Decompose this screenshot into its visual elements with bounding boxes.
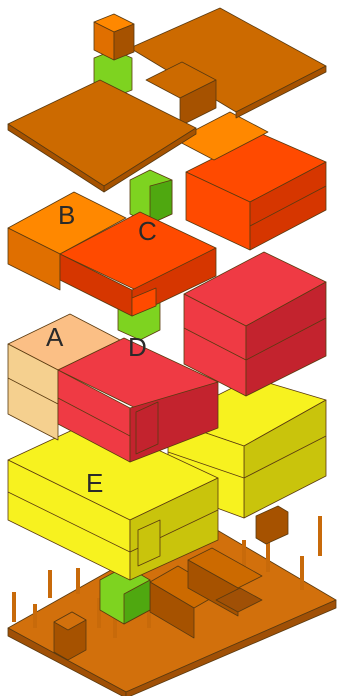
top-tower	[94, 14, 134, 60]
label-b: B	[58, 200, 75, 230]
column	[48, 570, 52, 598]
pillar	[256, 506, 288, 544]
label-d: D	[128, 332, 147, 362]
column	[318, 516, 322, 556]
column	[300, 556, 304, 590]
roof-slab-right	[130, 8, 326, 112]
block-c-right	[176, 112, 326, 250]
column	[266, 542, 270, 572]
label-c: C	[138, 216, 157, 246]
label-a: A	[46, 322, 64, 352]
column	[76, 568, 80, 594]
column	[12, 592, 16, 622]
column	[33, 604, 37, 628]
roof-slab-left	[8, 80, 196, 186]
label-e: E	[86, 468, 103, 498]
